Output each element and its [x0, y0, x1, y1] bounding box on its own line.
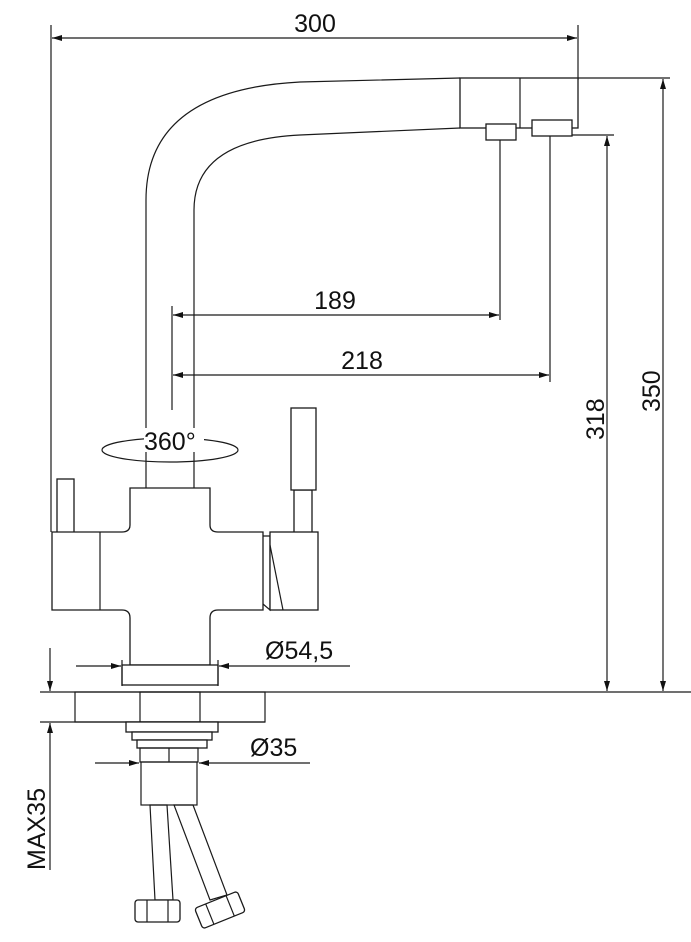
dimension-318: 318: [572, 134, 614, 691]
hose-1: [149, 804, 174, 901]
hose-2: [173, 804, 228, 901]
outlet-2: [531, 119, 573, 137]
rotation-indicator: 360°: [101, 428, 239, 463]
dimension-max-thickness: MAX35: [23, 648, 53, 870]
countertop: [40, 691, 691, 723]
dimension-base-diameter: Ø54,5: [76, 637, 350, 686]
dimension-label-318: 318: [582, 398, 610, 440]
mounting-assembly: [125, 721, 246, 929]
dimension-350: 350: [578, 77, 670, 691]
spout: [145, 77, 579, 488]
hose-1-nut: [134, 899, 181, 923]
dimension-label-189: 189: [314, 287, 356, 315]
base-plate: [121, 664, 219, 686]
outlet-1: [485, 123, 517, 141]
rotation-label: 360°: [144, 428, 196, 456]
hose-2-nut: [194, 891, 246, 929]
dimension-label-mount: Ø35: [250, 734, 297, 762]
mounting-nut: [140, 761, 198, 806]
dimension-189: 189: [171, 140, 501, 410]
left-handle: [56, 478, 75, 536]
right-handle: [269, 531, 319, 611]
dimension-label-base: Ø54,5: [265, 637, 333, 665]
dimension-label-300: 300: [294, 10, 336, 38]
dimension-218: 218: [173, 136, 551, 382]
dimension-label-350: 350: [638, 370, 666, 412]
dimension-label-218: 218: [341, 347, 383, 375]
dimension-300: 300: [50, 10, 579, 532]
right-lever: [290, 407, 317, 491]
faucet-body: [51, 407, 319, 686]
dimension-label-max: MAX35: [23, 788, 51, 870]
dimension-mount-diameter: Ø35: [95, 734, 310, 766]
